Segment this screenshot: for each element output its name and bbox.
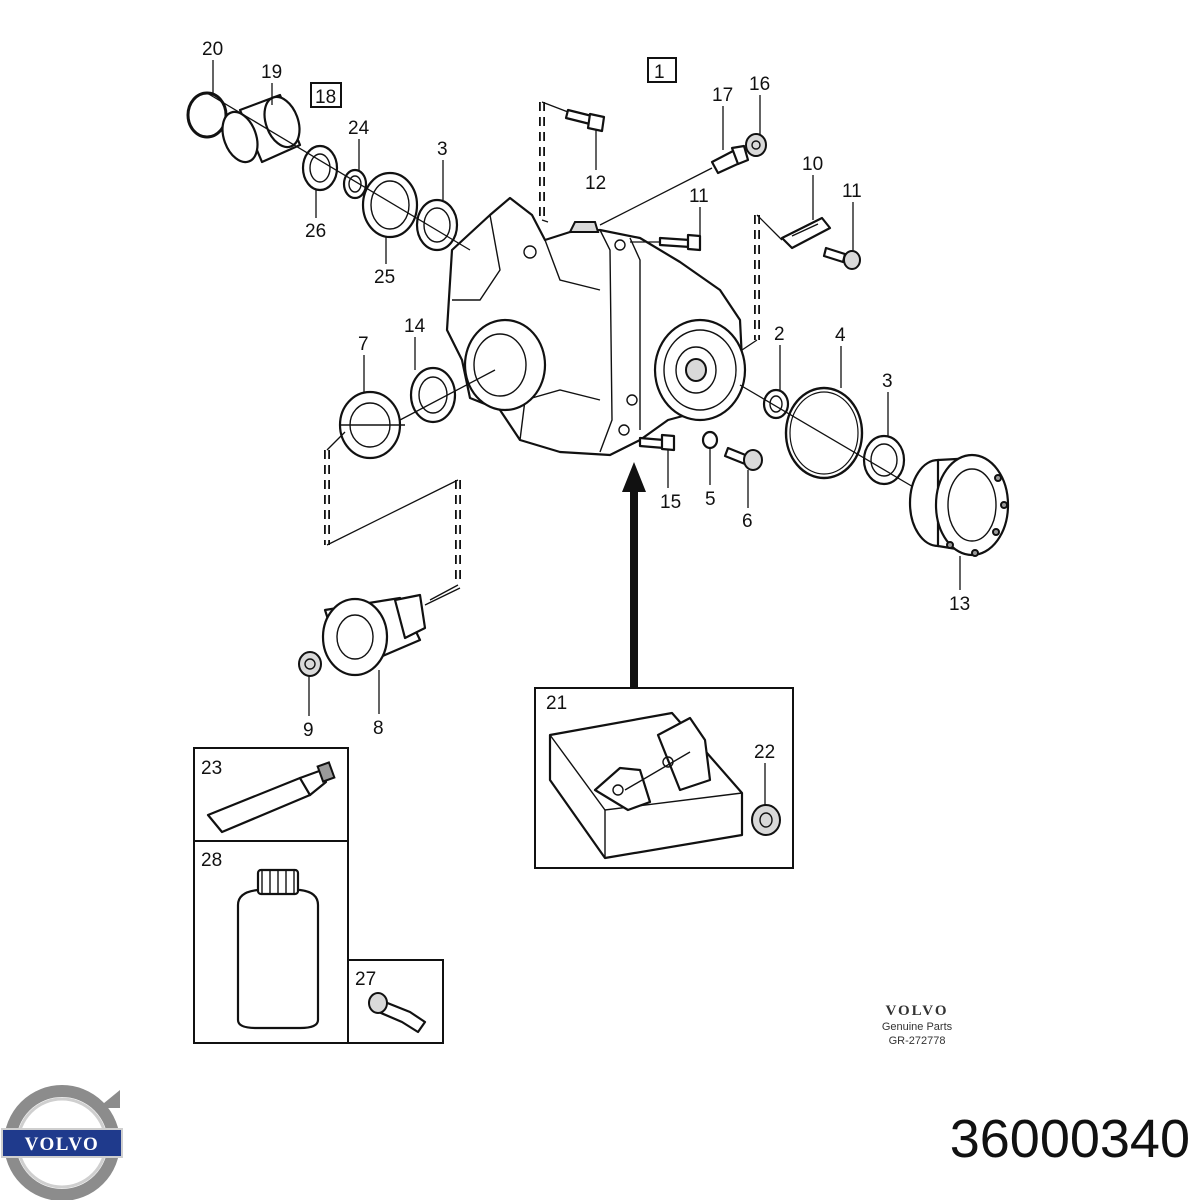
inset-21-mount [534,687,794,869]
part-25-seal [361,171,419,239]
callout-12: 12 [585,173,606,194]
stamp-subtitle: Genuine Parts [881,1021,953,1033]
callout-labels: 1 18 20 19 24 26 25 3 12 17 16 11 10 11 … [201,39,970,990]
callout-8: 8 [373,718,384,739]
differential-housing [445,196,747,457]
part-11-bolt-right [822,246,861,270]
callout-25: 25 [374,267,395,288]
callout-13: 13 [949,594,970,615]
callout-2: 2 [774,324,785,345]
callout-24: 24 [348,118,370,139]
part-15-bolt [638,433,676,452]
part-9-nut [298,651,322,677]
inset-28-label: 28 [201,850,222,871]
inset-27-bolt [347,959,444,1044]
part-6-bolt [723,446,763,471]
callout-15: 15 [660,492,681,513]
part-24-ring [342,168,368,200]
callout-1: 1 [654,62,665,83]
logo-arrow-icon [98,1090,120,1108]
inset-27-label: 27 [355,969,376,990]
part-13-cover [908,453,1010,557]
callout-16: 16 [749,74,770,95]
part-19-sleeve [221,93,302,164]
callout-1-box [647,57,677,83]
inset-22-label: 22 [754,742,775,763]
callout-11-top: 11 [689,186,709,207]
callout-7: 7 [358,334,369,355]
part-12-bolt [564,108,606,133]
callout-26: 26 [305,221,326,242]
callout-4: 4 [835,325,846,346]
logo-band [1,1128,123,1158]
callout-3-left: 3 [437,139,448,160]
part-8-flange [321,593,427,677]
part-3-seal-right [862,434,906,486]
part-11-bolt-top [658,233,702,252]
callout-11-right: 11 [842,181,862,202]
callout-9: 9 [303,720,314,741]
inset-23-label: 23 [201,758,222,779]
callout-10: 10 [802,154,823,175]
stamp-brand: VOLVO [885,1003,949,1019]
callout-20: 20 [202,39,223,60]
logo-word: VOLVO [25,1134,100,1155]
callout-17: 17 [712,85,733,106]
callout-14: 14 [404,316,426,337]
part-number: 36000340 [949,1109,1190,1169]
part-10-bracket [780,216,832,250]
part-17-bolt [710,144,750,175]
part-7-seal [338,390,405,460]
genuine-parts-stamp: VOLVO Genuine Parts GR-272778 [862,1003,972,1048]
part-4-o-ring [784,386,864,480]
part-5-washer [701,430,719,450]
inset-21-label: 21 [546,693,567,714]
part-16-nut [745,133,767,157]
part-26-seal [301,144,339,192]
callout-5: 5 [705,489,716,510]
callout-3-right: 3 [882,371,893,392]
part-3-seal-left [415,198,459,252]
part-2-seal [762,388,790,420]
stamp-reference: GR-272778 [888,1035,946,1047]
volvo-logo: VOLVO [1,1085,123,1200]
pointer-arrow [622,462,646,688]
callout-18-box [310,82,342,108]
dashed-connector-lines [324,102,760,585]
callout-19: 19 [261,62,282,83]
part-20-circlip [186,91,228,139]
inset-28-oil-bottle [193,840,349,1044]
callout-18: 18 [315,87,336,108]
callout-6: 6 [742,511,753,532]
